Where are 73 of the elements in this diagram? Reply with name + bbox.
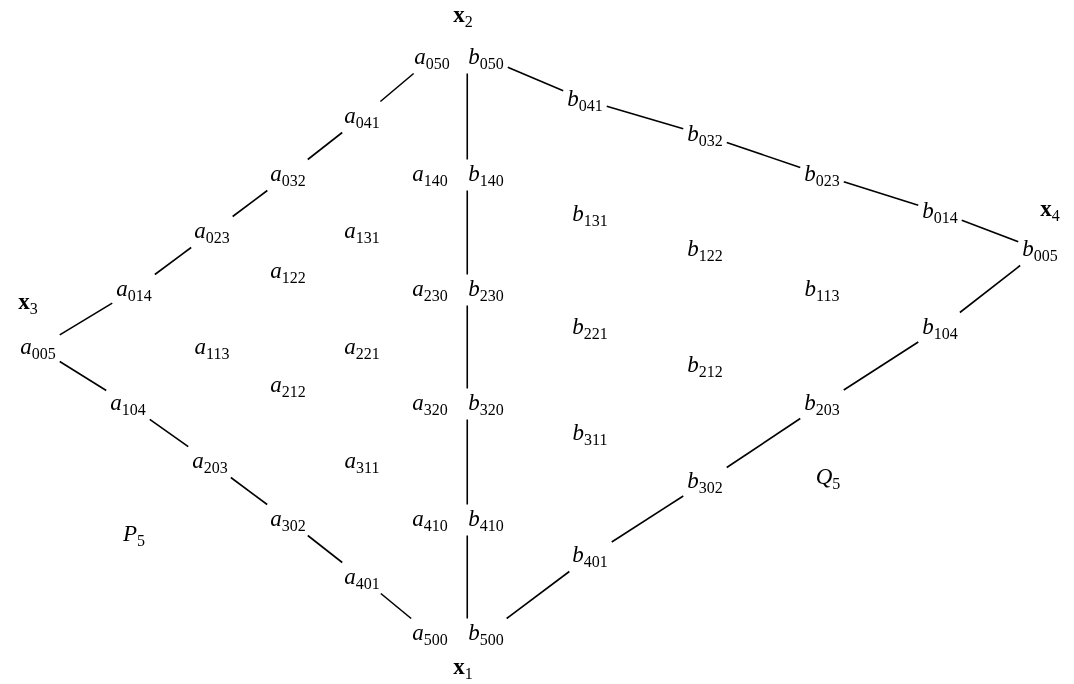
control-point-label: a$_{302}$ (268, 505, 308, 535)
control-point-label: b$_{302}$ (685, 467, 725, 497)
vertex-label: x$_{3}$ (17, 288, 39, 318)
vertex-label: x$_{2}$ (452, 1, 474, 31)
line-segment (505, 570, 571, 620)
line-segment (610, 495, 685, 543)
line-segment (231, 189, 269, 218)
line-segment (58, 360, 108, 392)
line-segment (466, 72, 469, 161)
control-point-label: a$_{410}$ (410, 505, 450, 535)
control-point-label: a$_{221}$ (342, 333, 382, 363)
control-point-label: a$_{113}$ (192, 333, 232, 363)
control-point-label: a$_{005}$ (18, 333, 58, 363)
line-segment (842, 341, 920, 391)
line-segment (466, 304, 469, 390)
line-segment (380, 592, 412, 620)
control-point-label: b$_{140}$ (466, 160, 506, 190)
vertex-label: x$_{1}$ (452, 653, 474, 683)
control-point-label: a$_{122}$ (268, 257, 308, 287)
control-point-label: a$_{131}$ (342, 217, 382, 247)
control-point-label: b$_{221}$ (570, 313, 610, 343)
vertex-label: x$_{4}$ (1039, 195, 1061, 225)
line-segment (725, 417, 802, 469)
line-segment (466, 189, 469, 276)
control-point-label: a$_{500}$ (410, 619, 450, 649)
line-segment (466, 534, 469, 620)
control-point-label: a$_{320}$ (410, 389, 450, 419)
line-segment (506, 66, 565, 92)
line-segment (148, 418, 190, 448)
control-point-label: a$_{050}$ (412, 43, 452, 73)
control-point-label: b$_{050}$ (466, 43, 506, 73)
line-segment (842, 181, 920, 206)
control-point-label: b$_{032}$ (685, 120, 725, 150)
line-segment (960, 219, 1020, 243)
line-segment (58, 302, 114, 336)
control-point-label: b$_{401}$ (570, 541, 610, 571)
line-segment (306, 131, 344, 161)
control-point-label: b$_{320}$ (466, 389, 506, 419)
control-point-label: b$_{410}$ (466, 505, 506, 535)
control-point-label: b$_{023}$ (802, 160, 842, 190)
control-point-label: b$_{041}$ (565, 85, 605, 115)
control-point-label: b$_{122}$ (685, 235, 725, 265)
line-segment (379, 72, 415, 103)
line-segment (466, 418, 469, 506)
line-segment (605, 105, 685, 130)
control-point-label: b$_{005}$ (1020, 235, 1060, 265)
line-segment (725, 141, 802, 169)
control-point-label: b$_{131}$ (570, 200, 610, 230)
control-point-label: a$_{104}$ (108, 389, 148, 419)
control-point-label: b$_{113}$ (802, 275, 842, 305)
control-point-label: a$_{041}$ (342, 102, 382, 132)
control-point-label: b$_{104}$ (920, 313, 960, 343)
control-point-label: a$_{032}$ (268, 160, 308, 190)
control-point-label: a$_{203}$ (190, 447, 230, 477)
line-segment (154, 246, 192, 276)
control-point-label: a$_{014}$ (114, 275, 154, 305)
vertex-label: P$_{5}$ (121, 520, 147, 550)
vertex-label: Q$_{5}$ (814, 463, 842, 493)
control-point-label: b$_{014}$ (920, 197, 960, 227)
control-point-label: b$_{212}$ (685, 351, 725, 381)
control-point-label: b$_{203}$ (802, 389, 842, 419)
line-segment (306, 534, 344, 564)
control-point-label: b$_{230}$ (466, 275, 506, 305)
control-point-label: a$_{401}$ (342, 563, 382, 593)
control-point-label: a$_{140}$ (410, 160, 450, 190)
control-point-label: a$_{230}$ (410, 275, 450, 305)
control-point-label: b$_{311}$ (570, 419, 610, 449)
control-point-label: a$_{212}$ (268, 371, 308, 401)
control-point-label: b$_{500}$ (466, 619, 506, 649)
line-segment (230, 476, 268, 506)
line-segment (959, 264, 1021, 314)
control-point-label: a$_{311}$ (342, 447, 382, 477)
control-point-label: a$_{023}$ (192, 217, 232, 247)
